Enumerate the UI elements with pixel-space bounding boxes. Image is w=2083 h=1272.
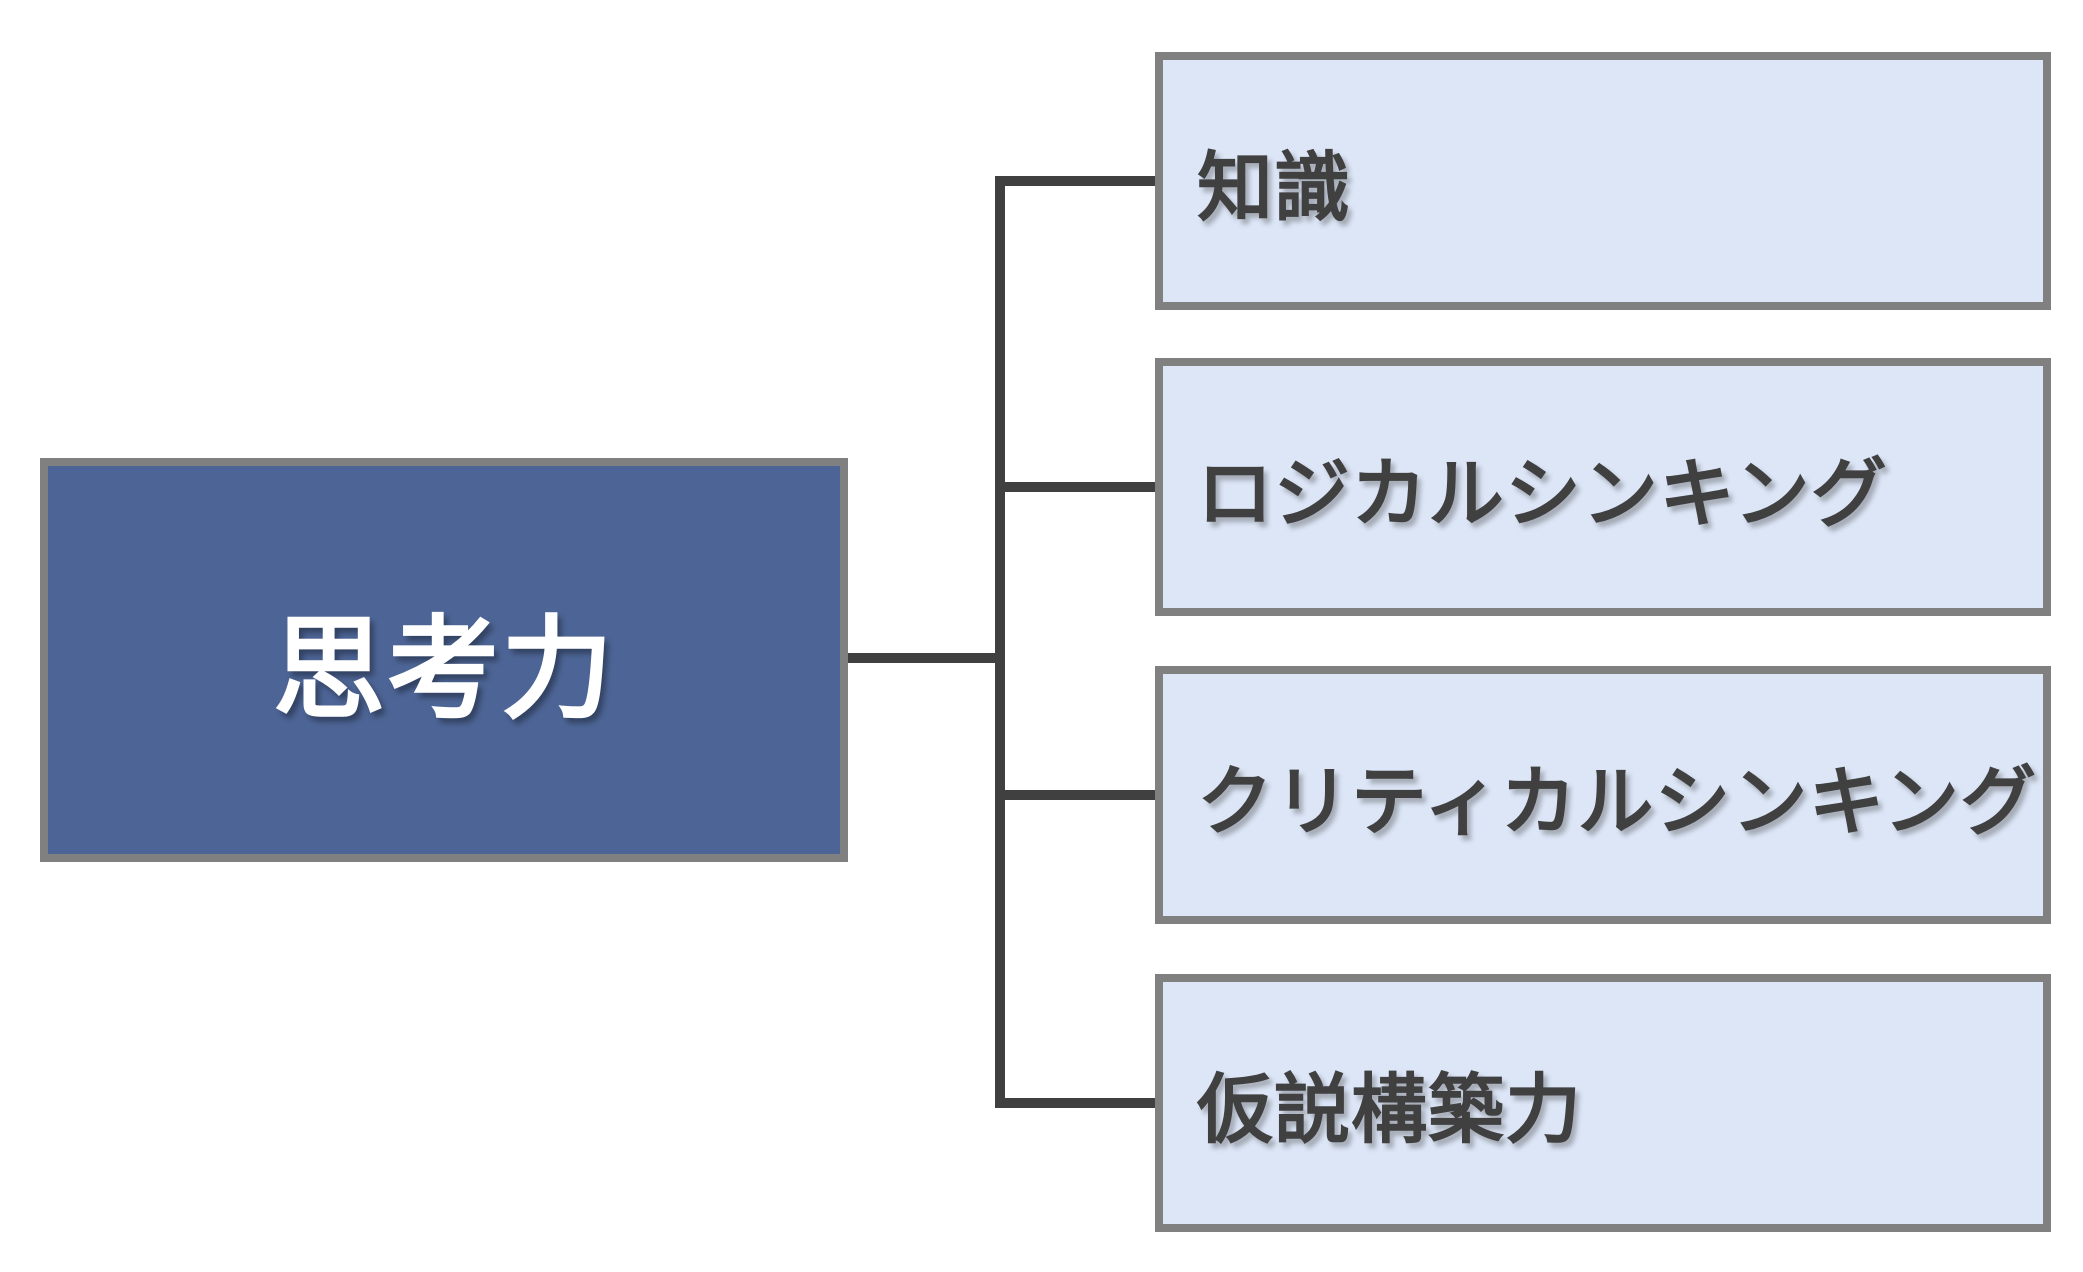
child-node-label: 知識 (1197, 146, 1351, 231)
root-node-label: 思考力 (273, 607, 615, 732)
connector-root-line (846, 653, 1005, 663)
connector-branch-hypothesis-building (995, 1098, 1163, 1108)
connector-branch-critical-thinking (995, 790, 1163, 800)
root-node: 思考力 (40, 458, 848, 862)
child-node-label: 仮説構築力 (1197, 1068, 1582, 1153)
child-node-hypothesis-building: 仮説構築力 (1155, 974, 2051, 1232)
connector-branch-logical-thinking (995, 482, 1163, 492)
child-node-critical-thinking: クリティカルシンキング (1155, 666, 2051, 924)
child-node-label: ロジカルシンキング (1197, 452, 1888, 537)
child-node-logical-thinking: ロジカルシンキング (1155, 358, 2051, 616)
connector-branch-knowledge (995, 176, 1163, 186)
connector-trunk (995, 176, 1005, 1108)
child-node-label: クリティカルシンキング (1197, 760, 2038, 845)
child-node-knowledge: 知識 (1155, 52, 2051, 310)
